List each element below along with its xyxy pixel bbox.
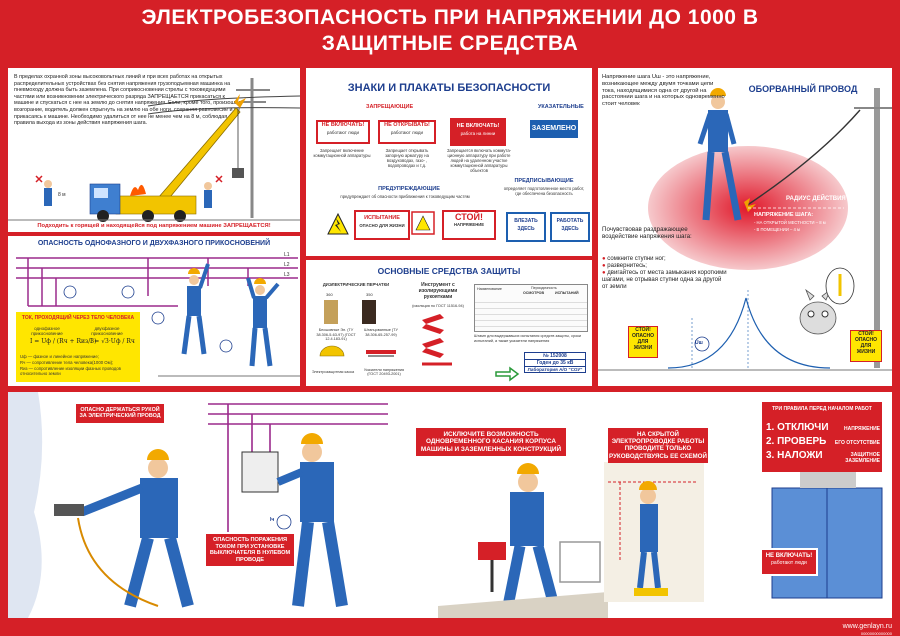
- svg-text:360: 360: [326, 292, 333, 297]
- page-title: ЭЛЕКТРОБЕЗОПАСНОСТЬ ПРИ НАПРЯЖЕНИИ ДО 10…: [141, 6, 759, 29]
- formula-1: I = Uф / (Rч + Rиз/3): [30, 338, 97, 345]
- rule-3-detail: ЗАЩИТНОЕ ЗАЗЕМЛЕНИЕ: [845, 452, 880, 464]
- touch-title: ОПАСНОСТЬ ОДНОФАЗНОГО И ДВУХФАЗНОГО ПРИК…: [37, 240, 271, 247]
- bottom-illustrations: [8, 392, 883, 618]
- tools-sub: (изоляция по ГОСТ 11516-94): [412, 304, 464, 308]
- sign-rabotat: РАБОТАТЬ ЗДЕСЬ: [550, 212, 590, 242]
- step-voltage-indoor: - В ПОМЕЩЕНИИ – 4 м: [754, 227, 800, 232]
- current-formula-box: ТОК, ПРОХОДЯЩИЙ ЧЕРЕЗ ТЕЛО ЧЕЛОВЕКА одно…: [16, 312, 140, 382]
- warn-label: ПРЕДУПРЕЖДАЮЩИЕ: [378, 186, 440, 192]
- svg-text:8 м: 8 м: [58, 192, 66, 198]
- tools-label: Инструмент с изолирующими рукоятками: [418, 282, 458, 300]
- step-advice-list: ● сомкните ступни ног; ● развернитесь; ●…: [602, 256, 727, 290]
- bottom-panel: ОПАСНО ДЕРЖАТЬСЯ РУКОЙ ЗА ЭЛЕКТРИЧЕСКИЙ …: [8, 392, 892, 618]
- drill-warning: ОПАСНО ДЕРЖАТЬСЯ РУКОЙ ЗА ЭЛЕКТРИЧЕСКИЙ …: [76, 404, 164, 423]
- sign-stoy: СТОЙ! НАПРЯЖЕНИЕ: [442, 210, 496, 240]
- danger-sign-left: СТОЙ! ОПАСНО ДЛЯ ЖИЗНИ: [628, 326, 658, 358]
- signs-panel: ЗНАКИ И ПЛАКАТЫ БЕЗОПАСНОСТИ ЗАПРЕЩАЮЩИЕ…: [306, 68, 592, 256]
- col2-label: двухфазное прикосновение: [91, 326, 123, 336]
- sign-ispytanie: ИСПЫТАНИЕ ОПАСНО ДЛЯ ЖИЗНИ: [354, 210, 410, 240]
- stamp-desc: Штамп для выдержавших испытания средств …: [474, 334, 582, 343]
- step-advice-title: Почувствовав раздражающее воздействие на…: [602, 226, 692, 241]
- sign-desc-2: Запрещает открывать запорную арматуру на…: [385, 148, 429, 168]
- crane-panel: В пределах охранной зоны высоковольтных …: [8, 68, 300, 232]
- label-l3: L3: [284, 272, 290, 278]
- legend-1: Uф — фазное и линейное напряжение;: [20, 354, 99, 359]
- crane-text: В пределах охранной зоны высоковольтных …: [14, 74, 242, 127]
- hidden-wiring-warning: НА СКРЫТОЙ ЭЛЕКТРОПРОВОДКЕ РАБОТЫ ПРОВОД…: [608, 428, 708, 463]
- crane-illustration: 8 м: [8, 78, 300, 222]
- svg-text:350: 350: [366, 292, 373, 297]
- sign-desc-1: Запрещает включение коммутационной аппар…: [313, 148, 371, 158]
- footer-site[interactable]: www.genlayn.ru: [842, 623, 892, 630]
- advice-3: двигайтесь от места замыкания короткими …: [602, 270, 727, 290]
- sign-vlezat: ВЛЕЗАТЬ ЗДЕСЬ: [506, 212, 546, 242]
- test-table: Наименование Периодичность ОСМОТРОВ ИСПЫ…: [474, 284, 588, 332]
- page-subtitle: ЗАЩИТНЫЕ СРЕДСТВА: [321, 32, 579, 55]
- touch-diagram: L1 L2 L3: [16, 252, 300, 377]
- rules-title: ТРИ ПРАВИЛА ПЕРЕД НАЧАЛОМ РАБОТ: [772, 406, 872, 412]
- warn-desc: предупреждает об опасности приближения к…: [340, 194, 470, 199]
- glove-1: Бесшовные Эн. (ТУ 38.306-5-63-97) (ГОСТ …: [316, 328, 356, 342]
- warning-triangles: [327, 211, 435, 235]
- broken-wire-title: ОБОРВАННЫЙ ПРОВОД: [748, 84, 858, 94]
- helmet-label: Электрозащитная каска: [311, 370, 355, 374]
- protect-title: ОСНОВНЫЕ СРЕДСТВА ЗАЩИТЫ: [377, 266, 521, 276]
- step-panel: Напряжение шага Uш - это напряжение, воз…: [598, 68, 892, 386]
- sign-desc-3: Запрещается включать коммута- ционную ап…: [446, 148, 512, 173]
- hammer-warning: ИСКЛЮЧИТЕ ВОЗМОЖНОСТЬ ОДНОВРЕМЕННОГО КАС…: [416, 428, 566, 457]
- protect-panel: ОСНОВНЫЕ СРЕДСТВА ЗАЩИТЫ ДИЭЛЕКТРИЧЕСКИЕ…: [306, 260, 592, 386]
- indicate-label: УКАЗАТЕЛЬНЫЕ: [538, 104, 584, 110]
- radius-label: РАДИУС ДЕЙСТВИЯ: [786, 196, 846, 202]
- col1-label: однофазное прикосновение: [31, 326, 63, 336]
- prescribe-label: ПРЕДПИСЫВАЮЩИЕ: [514, 178, 574, 184]
- iv-label: Iч: [270, 517, 275, 523]
- advice-1: сомкните ступни ног;: [607, 256, 666, 262]
- step-voltage-open: - НА ОТКРЫТОЙ МЕСТНОСТИ – 8 м: [754, 220, 826, 225]
- rule-2-detail: ЕГО ОТСУТСТВИЕ: [834, 440, 880, 446]
- rule-1: 1. ОТКЛЮЧИ: [766, 422, 829, 433]
- rule-1-detail: НАПРЯЖЕНИЕ: [844, 426, 880, 432]
- indicator-label: Указатели напряжения (ГОСТ 20493-2001): [363, 368, 405, 376]
- danger-sign-right: СТОЙ! ОПАСНО ДЛЯ ЖИЗНИ: [850, 330, 882, 362]
- u-step-label: Uш: [695, 340, 703, 346]
- label-l1: L1: [284, 252, 290, 258]
- stamp-box: № 152008 Годен до 35 кВ Лаборатория А/О …: [524, 352, 586, 373]
- legend-2: Rч — сопротивление тела человека(1000 Ом…: [20, 360, 114, 365]
- gloves-label: ДИЭЛЕКТРИЧЕСКИЕ ПЕРЧАТКИ: [322, 282, 390, 287]
- sign-ne-otkryvat: НЕ ОТКРЫВАТЬ! работают люди: [378, 120, 436, 144]
- protect-illustrations: 360 350: [319, 292, 520, 382]
- step-text: Напряжение шага Uш - это напряжение, воз…: [602, 74, 725, 108]
- formula-2: I = √3·Uф / Rч: [90, 338, 135, 345]
- three-rules-box: ТРИ ПРАВИЛА ПЕРЕД НАЧАЛОМ РАБОТ 1. ОТКЛЮ…: [762, 402, 882, 472]
- rule-2: 2. ПРОВЕРЬ: [766, 436, 827, 447]
- step-illustration: [598, 88, 892, 371]
- crane-caption: Подходить к горящей и находящейся под на…: [37, 223, 271, 229]
- prescribe-desc: определяет подготовленное место работ, г…: [503, 186, 585, 196]
- prohibit-label: ЗАПРЕЩАЮЩИЕ: [366, 104, 414, 110]
- glove-2: Штанцованные (ТУ 38.306-65-257-99): [364, 328, 398, 337]
- sign-zazemleno: ЗАЗЕМЛЕНО: [530, 120, 578, 138]
- switch-warning: ОПАСНОСТЬ ПОРАЖЕНИЯ ТОКОМ ПРИ УСТАНОВКЕ …: [206, 534, 294, 567]
- current-title: ТОК, ПРОХОДЯЩИЙ ЧЕРЕЗ ТЕЛО ЧЕЛОВЕКА: [21, 315, 135, 321]
- touch-panel: ОПАСНОСТЬ ОДНОФАЗНОГО И ДВУХФАЗНОГО ПРИК…: [8, 236, 300, 386]
- legend-3: Rиз — сопротивление изоляции фазных пров…: [20, 366, 121, 377]
- switchboard-sign: НЕ ВКЛЮЧАТЬ! работают люди: [760, 548, 818, 576]
- step-voltage-title: НАПРЯЖЕНИЕ ШАГА:: [754, 212, 814, 218]
- label-l2: L2: [284, 262, 290, 268]
- footer-code: 00000000000000: [860, 631, 892, 636]
- sign-ne-vklyuchat-2: НЕ ВКЛЮЧАТЬ! работа на линии: [450, 118, 506, 146]
- advice-2: развернитесь;: [607, 263, 647, 269]
- rule-3: 3. НАЛОЖИ: [766, 450, 823, 461]
- signs-title: ЗНАКИ И ПЛАКАТЫ БЕЗОПАСНОСТИ: [347, 82, 551, 94]
- sign-ne-vklyuchat-1: НЕ ВКЛЮЧАТЬ! работают люди: [316, 120, 370, 144]
